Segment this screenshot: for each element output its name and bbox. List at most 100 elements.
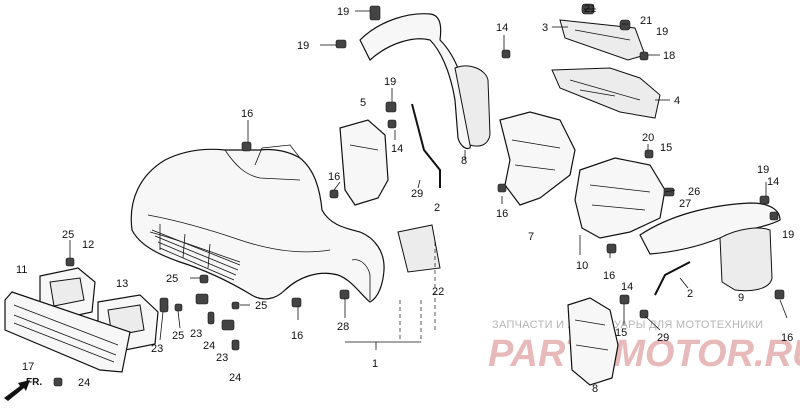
callout-label: 19: [384, 76, 396, 88]
callout-label: 14: [767, 176, 779, 188]
inner-fender-7: [499, 111, 576, 206]
callouts: 19 19 14 21 3 21 19 18 4 19 5 16 14 8 20…: [16, 3, 794, 395]
clip-icon: [231, 339, 240, 351]
front-direction-label: FR.: [26, 377, 42, 388]
callout-label: 29: [657, 332, 669, 344]
callout-label: 2: [434, 202, 440, 214]
callout-label: 19: [757, 164, 769, 176]
plate-22: [397, 224, 441, 273]
callout-label: 23: [216, 352, 228, 364]
callout-label: 8: [592, 383, 598, 395]
callout-label: 4: [674, 95, 680, 107]
callout-label: 23: [151, 343, 163, 355]
callout-label: 8: [461, 155, 467, 167]
clip-icon: [619, 19, 631, 31]
callout-label: 7: [528, 231, 534, 243]
bolt-icon: [497, 183, 507, 193]
fasteners: [53, 3, 785, 387]
callout-label: 20: [642, 132, 654, 144]
callout-label: 16: [291, 330, 303, 342]
bolt-icon: [759, 195, 770, 205]
side-panel-5: [339, 119, 389, 206]
callout-label: 13: [116, 278, 128, 290]
bolt-icon: [329, 189, 339, 199]
callout-label: 16: [241, 108, 253, 120]
bolt-icon: [335, 39, 347, 49]
bolt-icon: [619, 294, 630, 305]
bolt-icon: [199, 274, 209, 284]
front-grille-11: [4, 291, 131, 373]
callout-label: 29: [411, 188, 423, 200]
callout-label: 19: [656, 26, 668, 38]
callout-label: 16: [781, 332, 793, 344]
bracket-4: [551, 67, 661, 119]
clip-icon: [195, 293, 209, 305]
callout-label: 16: [328, 171, 340, 183]
callout-label: 10: [576, 260, 588, 272]
watermark-tagline: ЗАПЧАСТИ И АКСЕССУАРЫ ДЛЯ МОТОТЕХНИКИ: [492, 319, 763, 331]
callout-label: 15: [615, 327, 627, 339]
callout-label: 11: [16, 264, 27, 276]
callout-label: 25: [255, 300, 267, 312]
callout-label: 17: [22, 361, 34, 373]
fender-flare-upper: [359, 13, 491, 150]
callout-label: 24: [203, 340, 215, 352]
callout-label: 24: [229, 372, 241, 384]
callout-label: 24: [78, 377, 90, 389]
callout-label: 23: [190, 328, 202, 340]
callout-label: 1: [372, 358, 378, 370]
callout-label: 19: [337, 6, 349, 18]
mud-flap-8: [567, 297, 619, 386]
bolt-icon: [231, 301, 240, 310]
callout-label: 14: [391, 143, 403, 155]
bolt-icon: [385, 101, 397, 113]
callout-label: 16: [496, 208, 508, 220]
bolt-icon: [241, 141, 252, 152]
bolt-icon: [501, 49, 511, 59]
callout-label: 22: [432, 286, 444, 298]
mud-guard-10: [574, 157, 666, 239]
watermark: ЗАПЧАСТИ И АКСЕССУАРЫ ДЛЯ МОТОТЕХНИКИ PA…: [488, 319, 800, 375]
front-fender-part: [130, 144, 385, 303]
stay-2-lower: [654, 261, 691, 296]
callout-label: 15: [660, 142, 672, 154]
callout-label: 9: [738, 292, 744, 304]
bolt-icon: [387, 119, 397, 129]
callout-label: 18: [663, 50, 675, 62]
clip-icon: [159, 297, 169, 313]
callout-label: 12: [82, 239, 94, 251]
callout-label: 2: [687, 288, 693, 300]
callout-label: 16: [603, 270, 615, 282]
clip-icon: [221, 319, 235, 331]
watermark-brand: PARTSMOTOR.RU: [488, 333, 800, 375]
callout-label: 3: [542, 22, 548, 34]
front-direction-marker: FR.: [4, 377, 42, 401]
callout-label: 14: [621, 281, 633, 293]
bolt-icon: [65, 257, 75, 267]
clip-icon: [207, 311, 215, 325]
callout-label: 5: [360, 97, 366, 109]
callout-label: 25: [62, 229, 74, 241]
callout-label: 28: [337, 321, 349, 333]
bolt-icon: [639, 309, 649, 319]
fender-flare-9: [639, 202, 781, 292]
bracket-3: [559, 19, 646, 61]
callout-label: 21: [640, 15, 652, 27]
bolt-icon: [769, 211, 779, 221]
callout-label: 25: [172, 330, 184, 342]
callout-label: 26: [688, 186, 700, 198]
bolt-icon: [291, 297, 302, 308]
callout-label: 19: [297, 40, 309, 52]
bolt-icon: [174, 303, 183, 312]
bolt-icon: [639, 51, 649, 61]
bolt-icon: [606, 243, 617, 254]
callout-label: 14: [496, 22, 508, 34]
bolt-icon: [339, 289, 350, 300]
callout-label: 27: [679, 198, 691, 210]
callout-label: 25: [166, 273, 178, 285]
stay-2-upper: [411, 103, 441, 188]
callout-label: 19: [782, 229, 794, 241]
bolt-icon: [369, 5, 381, 21]
bolt-icon: [644, 149, 654, 159]
